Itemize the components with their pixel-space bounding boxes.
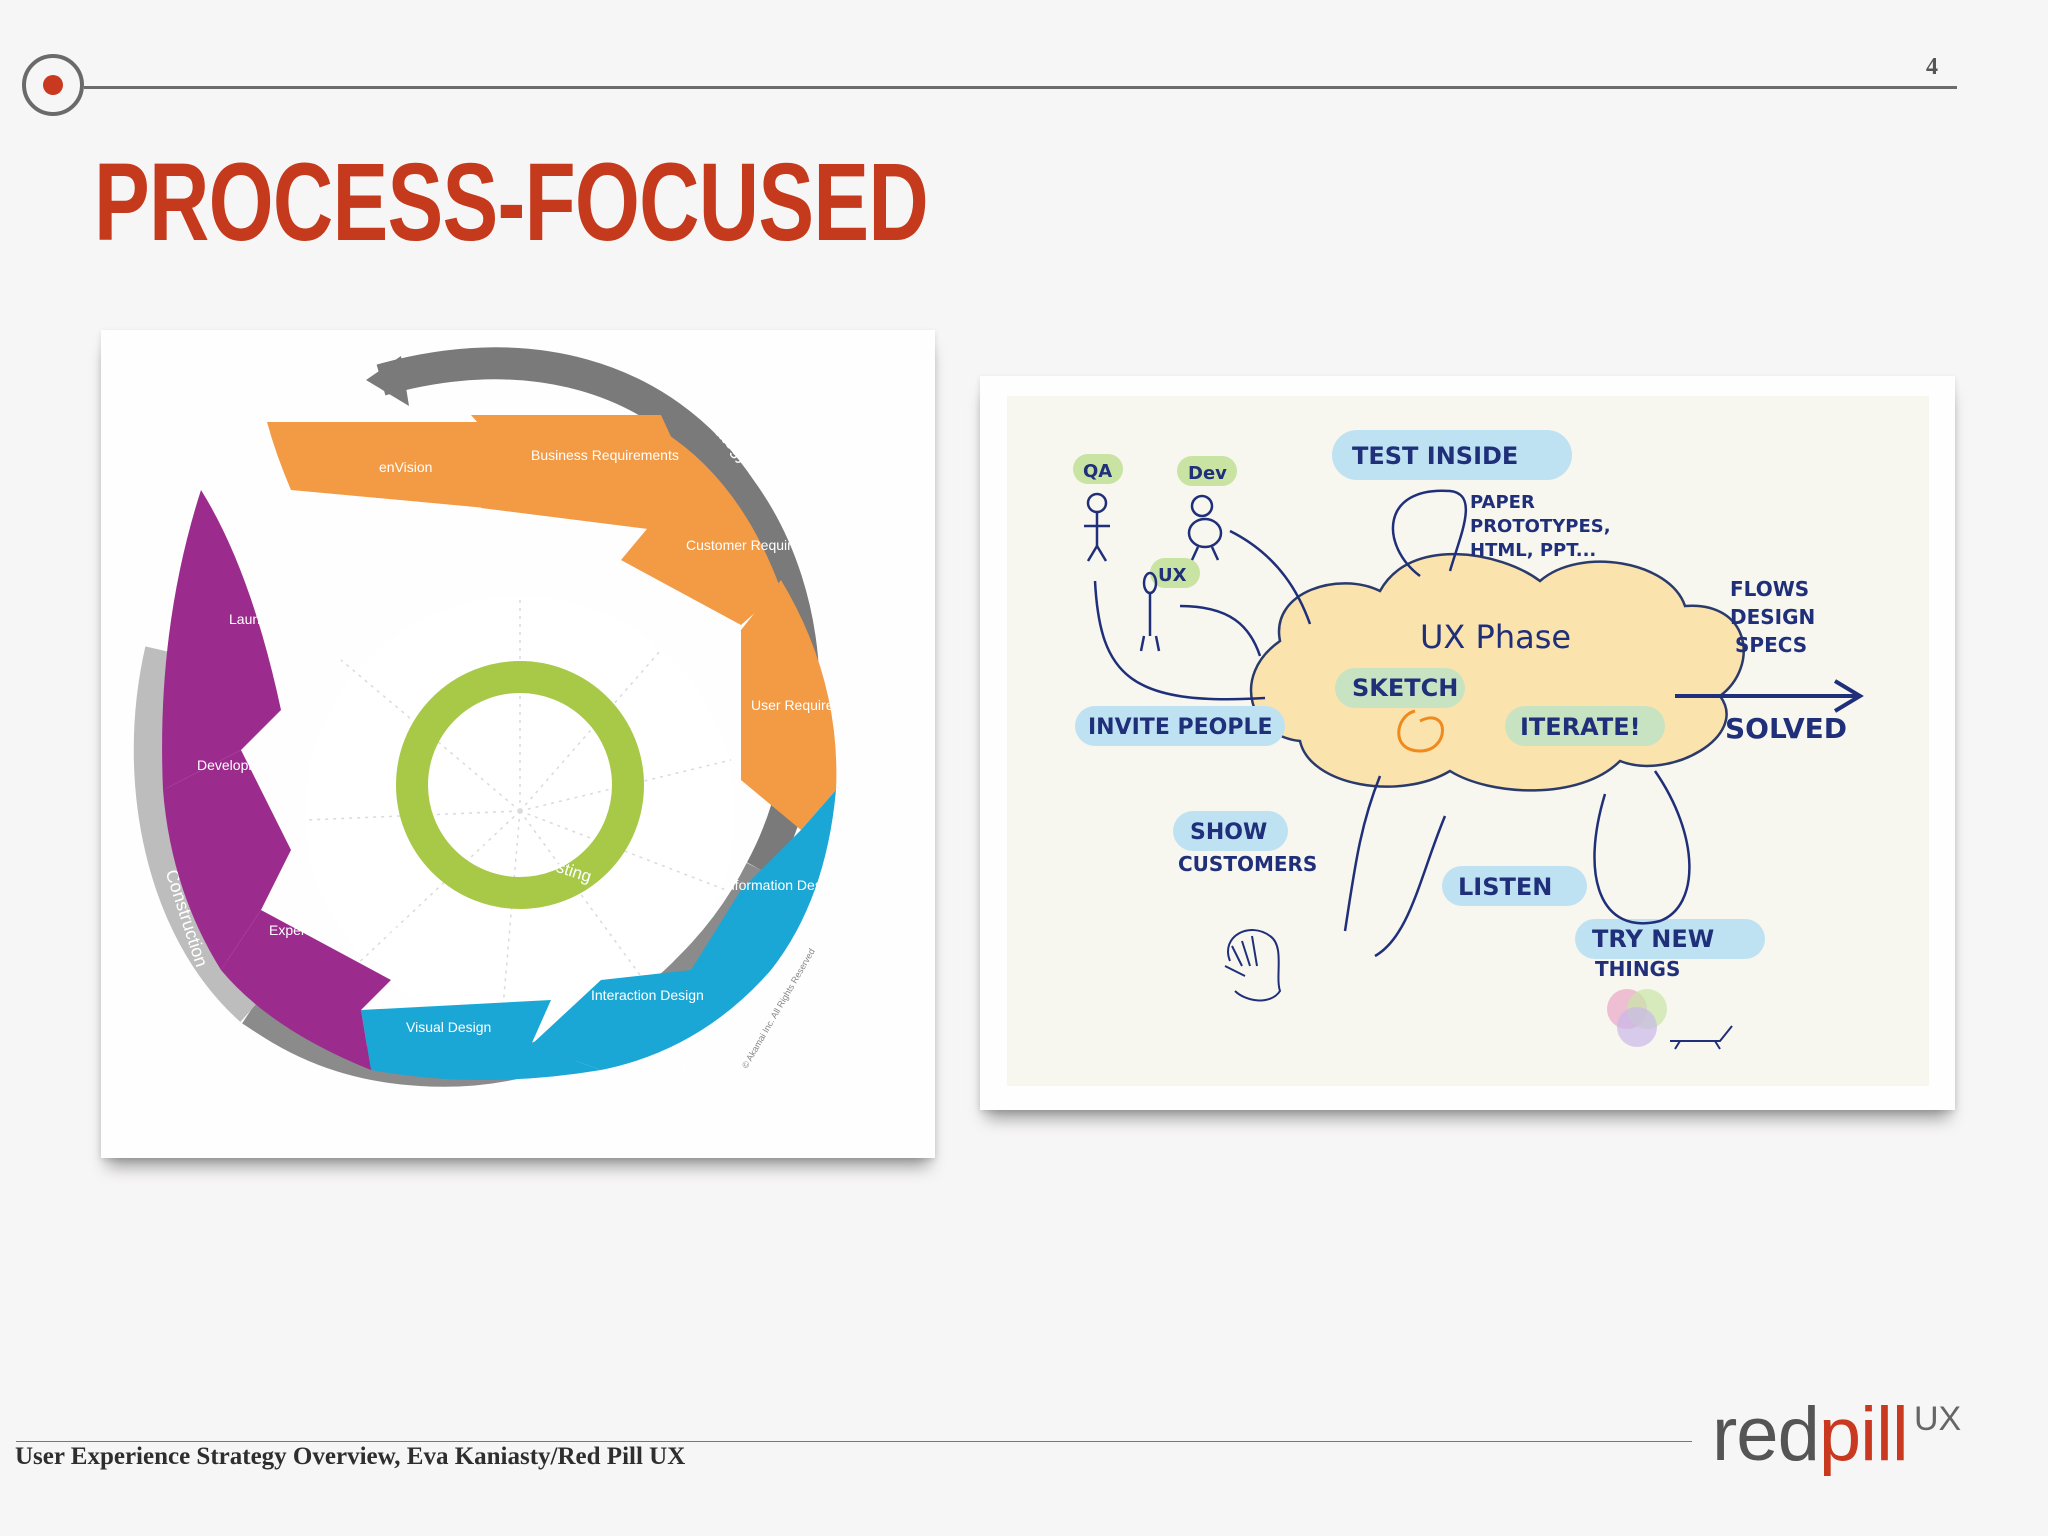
stage-label-user: User Requirements (751, 697, 872, 713)
test-inside-pill (1332, 430, 1572, 480)
customer-face-icon (1224, 929, 1282, 1002)
brand-red: red (1712, 1392, 1820, 1477)
stage-label-interaction: Interaction Design (591, 987, 704, 1003)
ux-pill (1150, 558, 1200, 588)
dev-pill (1177, 456, 1237, 486)
footer-rule (16, 1441, 1692, 1442)
flows-line-1: FLOWS (1730, 577, 1809, 601)
footer-text: User Experience Strategy Overview, Eva K… (15, 1443, 686, 1470)
redpill-logo: redpill (1712, 1397, 1909, 1473)
stage-label-information: Information Design (723, 877, 841, 893)
ux-phase-sketch: QA Dev UX TEST INSIDE PAPER PROTOTYPES, … (980, 376, 1955, 1110)
research-ring (396, 661, 644, 909)
listen-arrow (1374, 815, 1447, 958)
strategy-arrowhead (366, 356, 409, 406)
iterate-loop-icon (1397, 709, 1444, 753)
ux-phase-label: UX Phase (1420, 618, 1571, 656)
dev-figure-icon (1187, 494, 1223, 561)
paper-line-1: PAPER (1470, 492, 1535, 513)
iterate-label: ITERATE! (1520, 713, 1641, 741)
paper-line-2: PROTOTYPES, (1470, 516, 1611, 537)
flows-line-2: DESIGN (1730, 605, 1815, 629)
ux-phase-cloud (1249, 552, 1745, 792)
try-pill (1575, 919, 1765, 959)
stage-experience-shape (221, 910, 391, 1070)
stage-label-business: Business Requirements (531, 447, 679, 463)
qa-to-cloud-arrow (1093, 580, 1266, 701)
test-inside-label: TEST INSIDE (1352, 442, 1518, 470)
header-rule (84, 86, 1957, 89)
solved-arrowhead (1833, 679, 1864, 713)
dev-label: Dev (1188, 463, 1227, 484)
page-number: 4 (1926, 54, 1938, 80)
sketch-label: SKETCH (1352, 674, 1458, 702)
stage-label-customer: Customer Requirements (686, 537, 838, 553)
qa-figure-icon (1084, 492, 1110, 562)
venn-circles-icon (1607, 989, 1667, 1047)
stage-customer-shape (621, 430, 781, 625)
stage-label-experience: Experience Specification (269, 922, 422, 938)
try-label-2: THINGS (1595, 957, 1680, 981)
dev-to-cloud-arrow (1229, 529, 1312, 625)
stage-visual-shape (361, 1000, 601, 1080)
paper-line-3: HTML, PPT... (1470, 540, 1596, 561)
stage-label-envision: enVision (379, 459, 432, 475)
stage-business-shape (471, 415, 691, 530)
stage-launch-shape (162, 490, 281, 790)
show-arrow (1343, 775, 1382, 932)
stage-user-shape (741, 580, 837, 830)
ux-label: UX (1158, 565, 1187, 586)
stage-interaction-shape (531, 970, 771, 1070)
test-loop-arrow (1391, 489, 1468, 577)
brand-ux: UX (1914, 1400, 1962, 1438)
logo-dot (43, 75, 63, 95)
outer-label-design: Design (679, 1038, 738, 1082)
stage-information-shape (691, 790, 836, 970)
dog-doodle-icon (1670, 1025, 1733, 1050)
ux-to-cloud-arrow (1179, 604, 1262, 657)
listen-label: LISTEN (1458, 873, 1552, 901)
stage-label-visual: Visual Design (406, 1019, 491, 1035)
flows-line-3: SPECS (1735, 633, 1807, 657)
iterate-pill (1505, 706, 1665, 746)
try-label-1: TRY NEW (1592, 925, 1714, 953)
stage-envision-shape (267, 422, 521, 508)
show-label-2: CUSTOMERS (1178, 852, 1317, 876)
slide-title: PROCESS-FOCUSED (94, 141, 929, 264)
invite-label: INVITE PEOPLE (1088, 715, 1273, 740)
try-loop-arrow (1593, 770, 1691, 925)
qa-label: QA (1083, 461, 1112, 482)
outer-arc-construction (133, 646, 262, 1022)
qa-pill (1073, 454, 1123, 484)
invite-pill (1075, 706, 1285, 746)
sketch-pill (1335, 668, 1465, 708)
stage-label-launch: Launch (229, 611, 275, 627)
stage-development-shape (163, 750, 291, 970)
brand-pill: pill (1818, 1392, 1909, 1477)
target-logo-icon (22, 54, 84, 116)
ux-figure-icon (1139, 571, 1161, 652)
stage-label-development: Development Support (197, 757, 333, 773)
show-label-1: SHOW (1190, 820, 1267, 845)
show-pill (1173, 811, 1288, 851)
solved-label: SOLVED (1725, 712, 1847, 745)
ux-cycle-diagram: Strategy Design Construction (101, 330, 935, 1158)
listen-pill (1442, 866, 1587, 906)
